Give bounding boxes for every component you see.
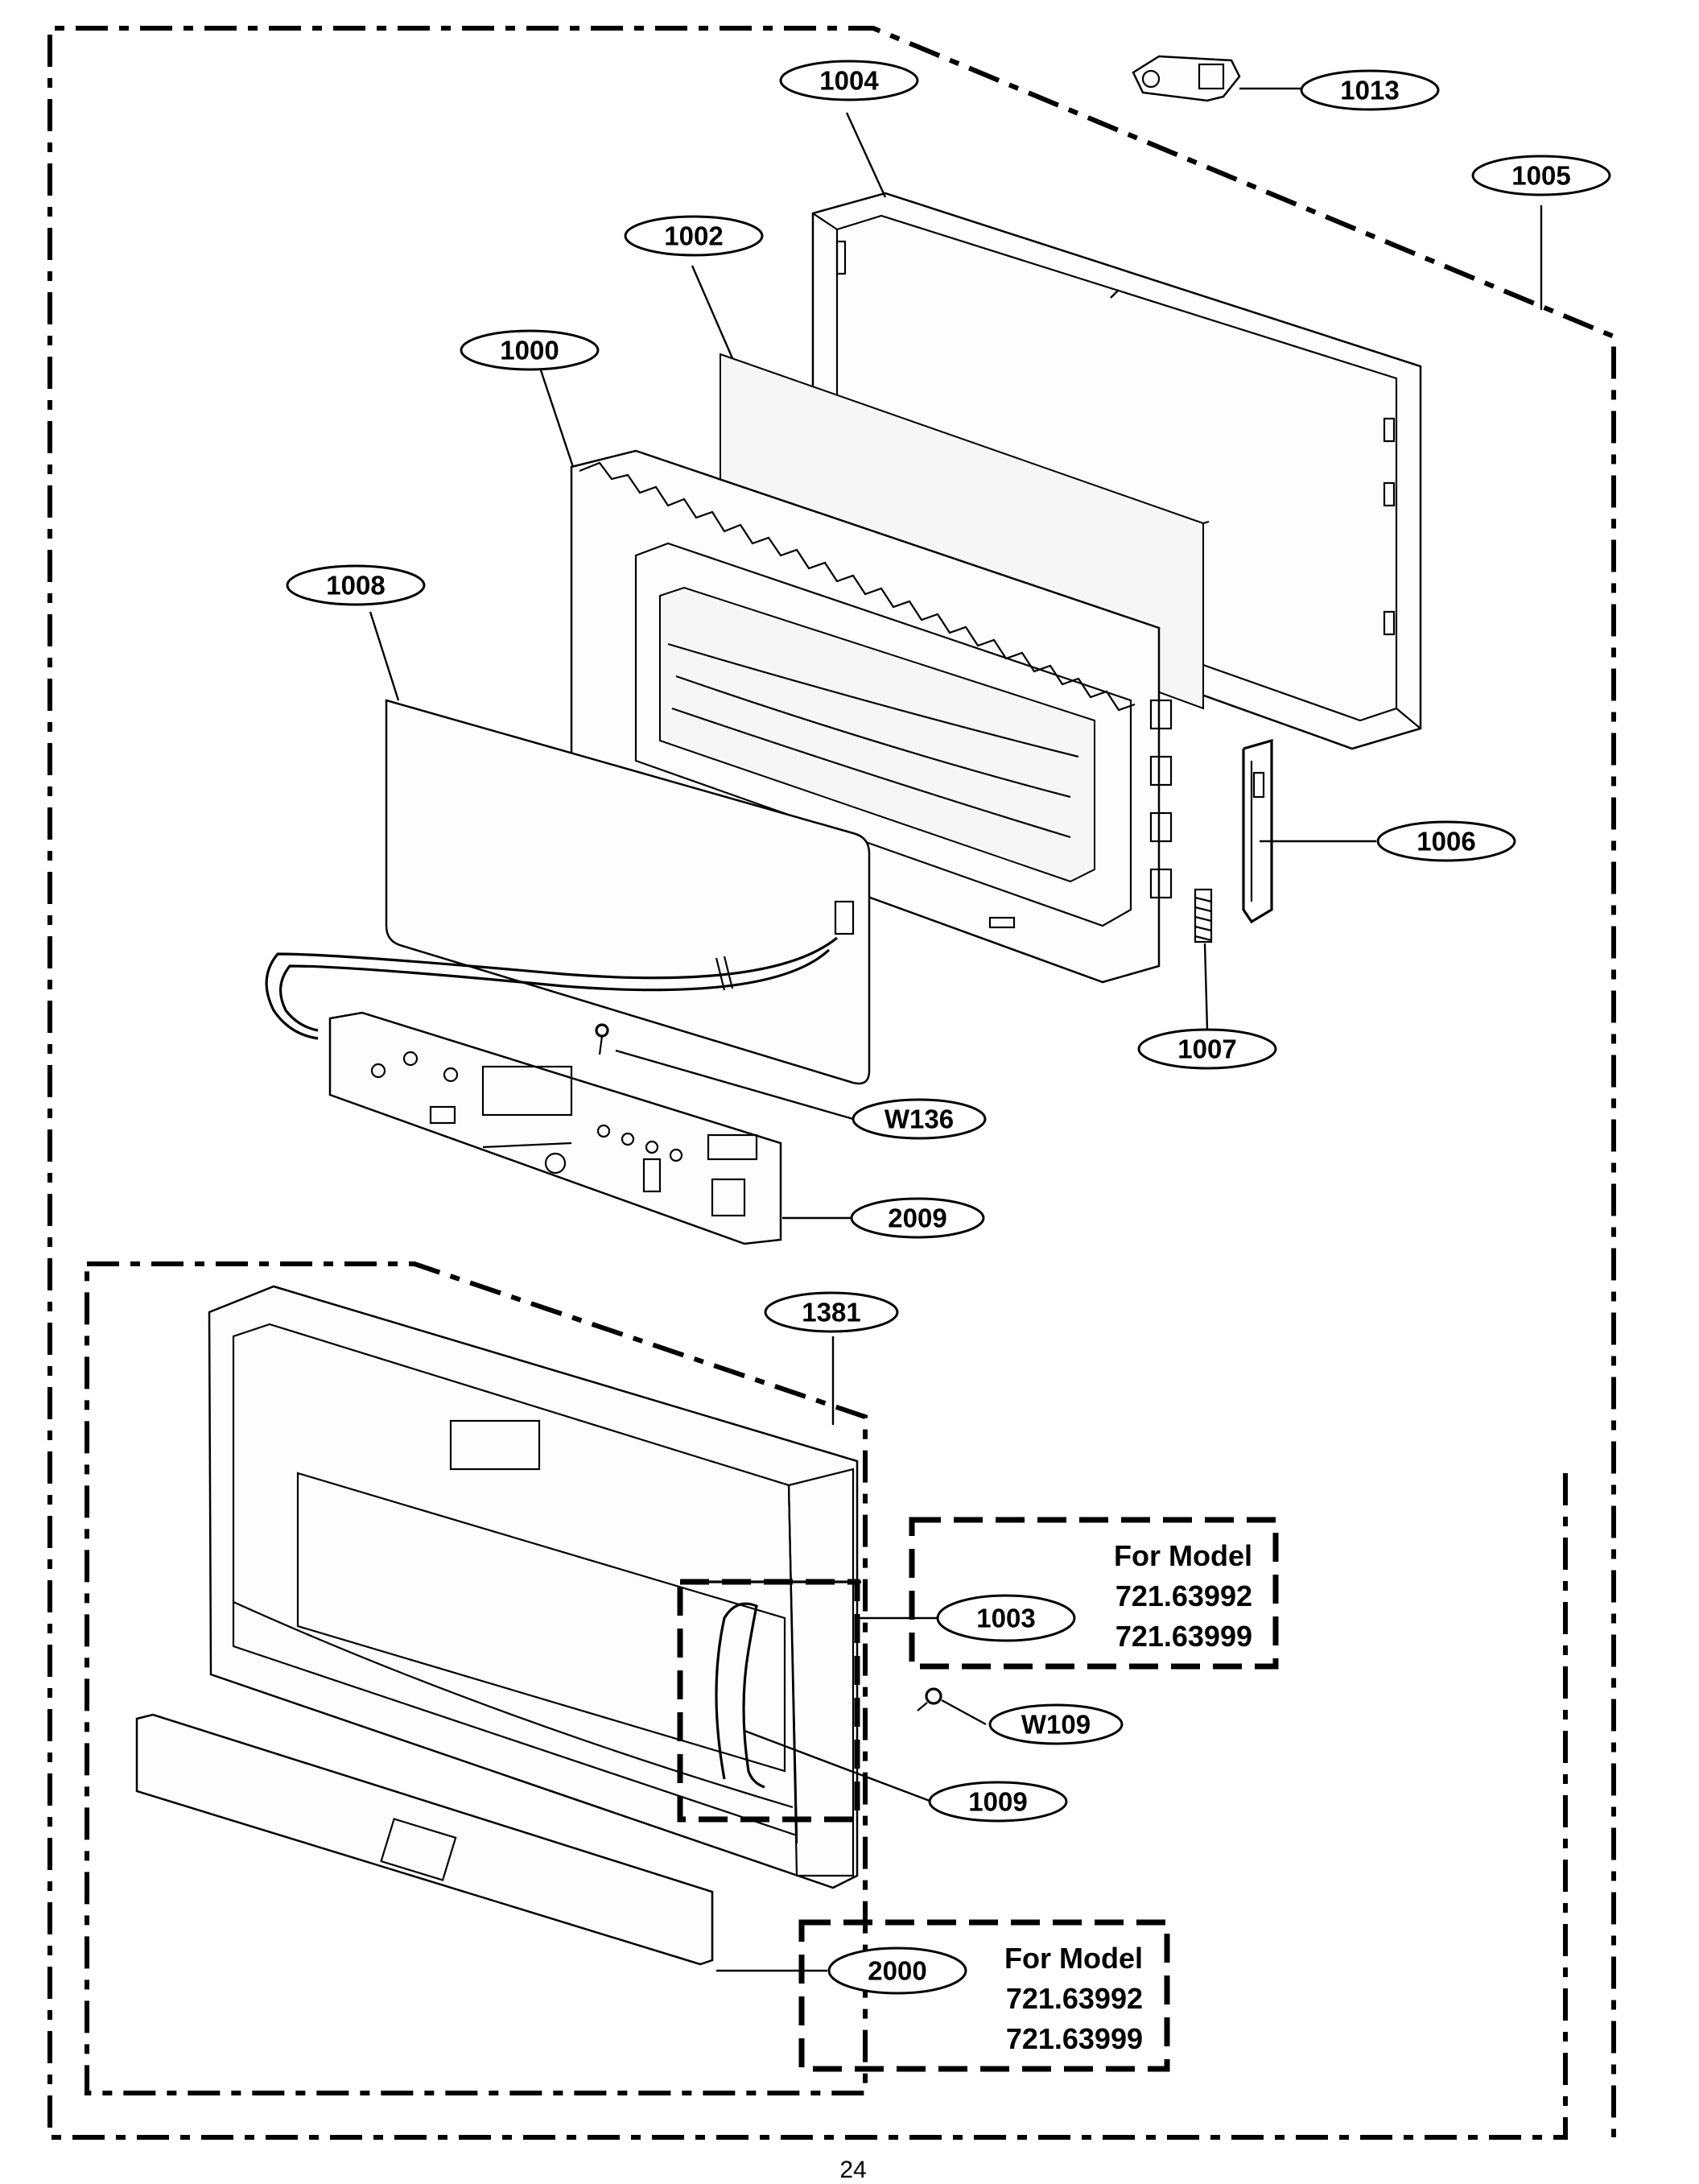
- callout-1004-label: 1004: [819, 66, 879, 96]
- door-front-part: [208, 1285, 859, 1889]
- callout-1009-label: 1009: [968, 1787, 1027, 1817]
- model-box-lower-model-1: 721.63992: [1006, 1982, 1143, 2015]
- callout-1005-label: 1005: [1511, 161, 1570, 191]
- model-box-lower-heading: For Model: [1004, 1942, 1143, 1975]
- callout-1003-label: 1003: [976, 1604, 1035, 1633]
- wire-harness-part: [265, 936, 839, 1040]
- callout-1006-label: 1006: [1417, 827, 1475, 857]
- screw-w109-part: [917, 1687, 942, 1711]
- callout-1013: 1013: [1300, 69, 1440, 111]
- screw-w136-part: [595, 1023, 609, 1055]
- latch-clip-part: [1132, 55, 1241, 102]
- outer-assembly-border: [47, 26, 1616, 2140]
- callout-1381-label: 1381: [802, 1298, 860, 1327]
- model-box-lower: For Model 721.63992 721.63999: [798, 1919, 1170, 2072]
- callout-1000: 1000: [460, 329, 600, 371]
- door-panel-part: [385, 699, 871, 1085]
- callout-1005: 1005: [1471, 155, 1611, 196]
- callout-1007: 1007: [1137, 1028, 1277, 1070]
- callout-1000-label: 1000: [500, 336, 559, 365]
- callout-2009-label: 2009: [888, 1203, 946, 1233]
- callout-1013-label: 1013: [1340, 76, 1399, 105]
- control-trim-part: [135, 1713, 714, 1966]
- model-box-upper: For Model 721.63992 721.63999: [909, 1517, 1279, 1670]
- callout-1381: 1381: [764, 1291, 899, 1333]
- leader-lines: [369, 87, 1543, 1972]
- callout-2009: 2009: [850, 1197, 985, 1239]
- door-assembly-border: [85, 1261, 868, 2095]
- callout-w136: W136: [852, 1098, 987, 1140]
- callout-1007-label: 1007: [1177, 1034, 1236, 1064]
- callout-1002-label: 1002: [664, 221, 723, 251]
- callout-1004: 1004: [779, 60, 919, 101]
- callout-w109: W109: [988, 1703, 1124, 1745]
- callout-1003: 1003: [936, 1594, 1076, 1642]
- model-box-upper-heading: For Model: [1114, 1539, 1252, 1572]
- callout-2000-label: 2000: [868, 1956, 926, 1986]
- latch-hook-part: [1242, 738, 1273, 924]
- callout-1008: 1008: [286, 564, 426, 606]
- model-box-upper-model-1: 721.63992: [1115, 1579, 1252, 1612]
- handle-part: [715, 1602, 765, 1789]
- callout-1002: 1002: [624, 215, 764, 257]
- page-number: 24: [839, 2157, 866, 2183]
- control-board-part: [328, 1011, 782, 1245]
- model-box-upper-model-2: 721.63999: [1115, 1620, 1252, 1653]
- callout-w136-label: W136: [885, 1104, 954, 1134]
- callout-2000: 2000: [827, 1947, 967, 1995]
- callout-1008-label: 1008: [326, 571, 385, 601]
- inner-door-frame-part: [570, 449, 1173, 984]
- model-box-lower-model-2: 721.63999: [1006, 2022, 1143, 2055]
- callout-1009: 1009: [928, 1781, 1068, 1823]
- spring-part: [1194, 888, 1213, 943]
- callout-1006: 1006: [1376, 820, 1516, 862]
- callout-w109-label: W109: [1021, 1710, 1091, 1740]
